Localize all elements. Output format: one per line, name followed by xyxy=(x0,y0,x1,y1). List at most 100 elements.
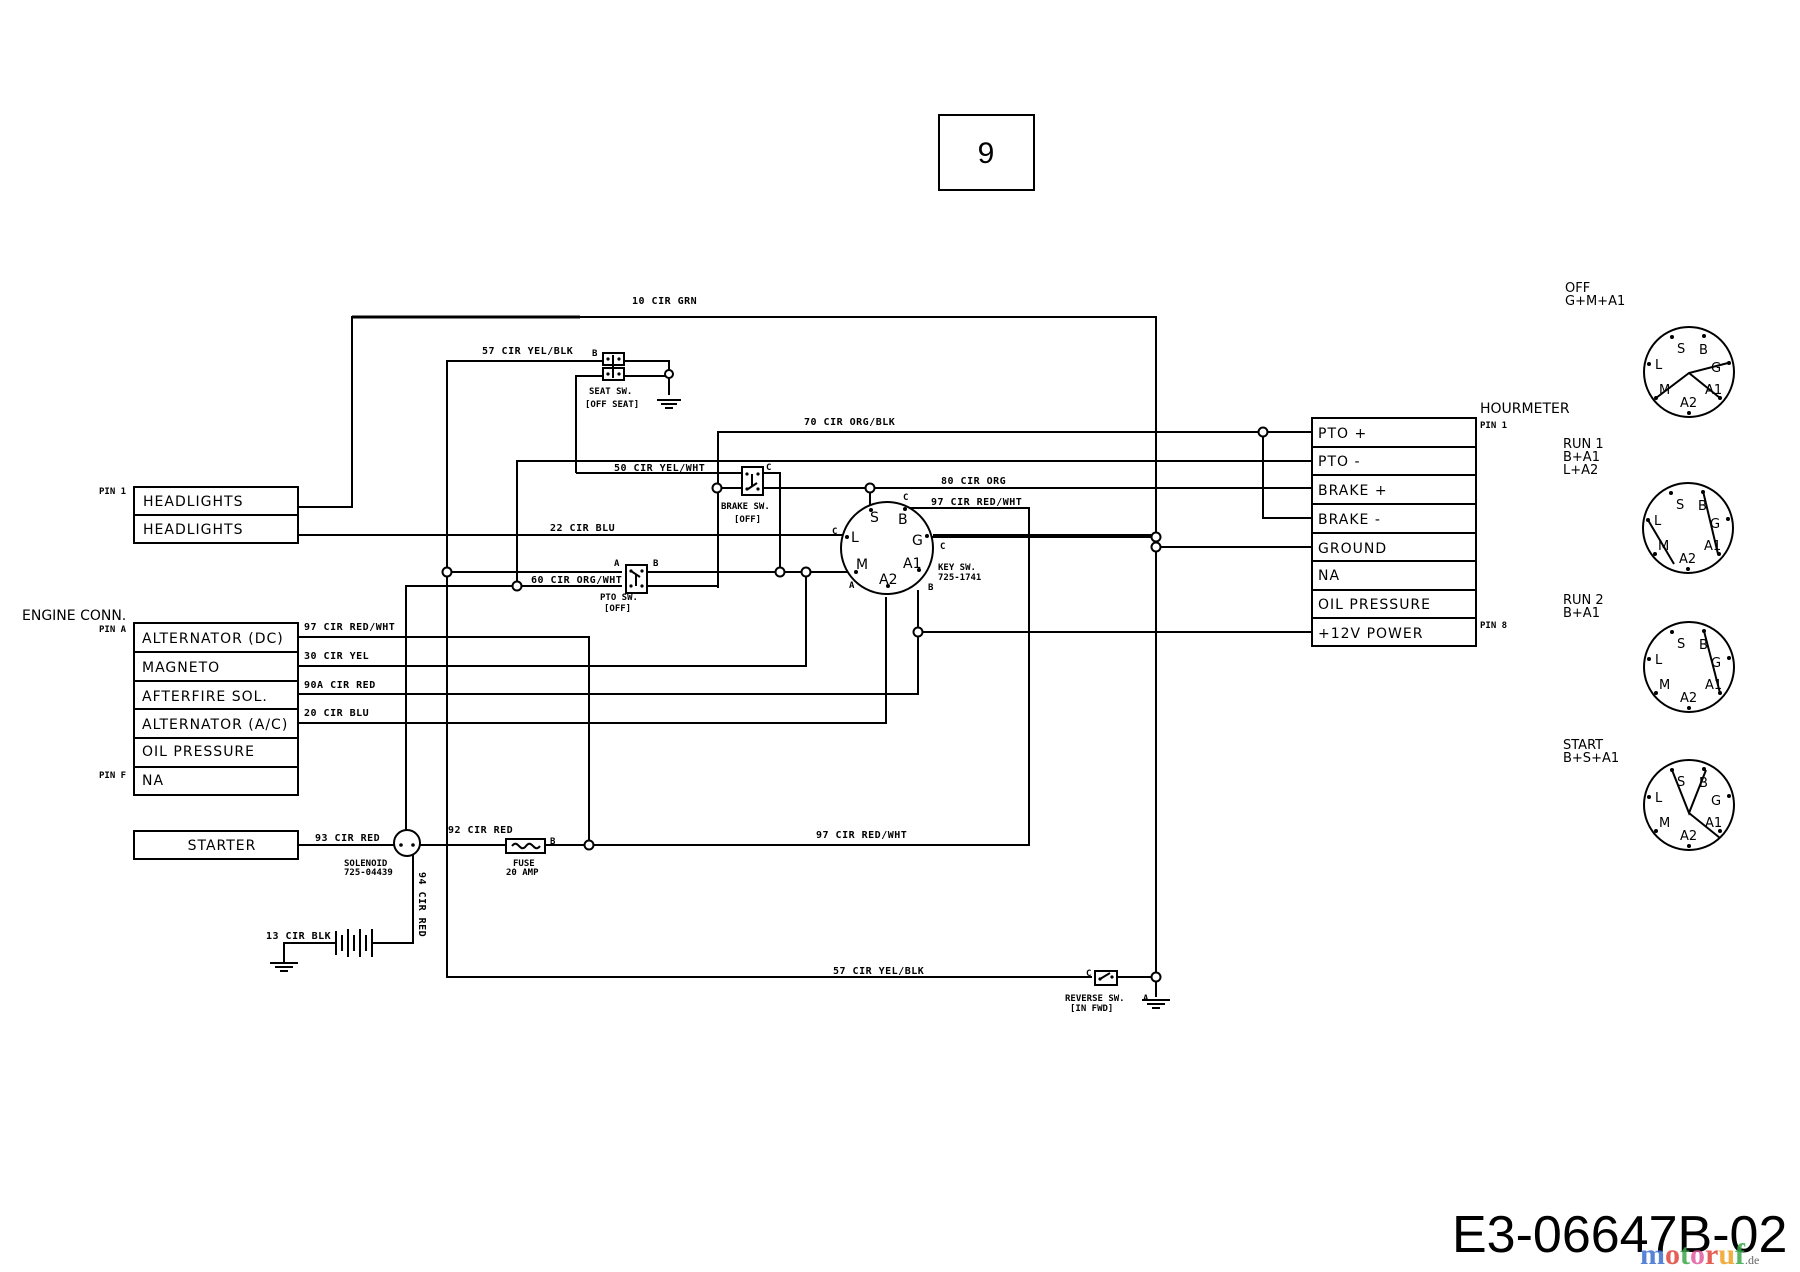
dial-terminal-dot xyxy=(1687,706,1691,710)
watermark-letter: t xyxy=(1680,1238,1690,1271)
svg-text:C: C xyxy=(1086,969,1091,979)
hourmeter-row: PTO + xyxy=(1318,426,1367,442)
hourmeter-row: NA xyxy=(1318,568,1340,584)
dial-terminal-label: B xyxy=(1699,776,1708,791)
dial-terminal-dot xyxy=(1670,768,1674,772)
dial-terminal-dot xyxy=(1687,844,1691,848)
key-switch: S B L G M A2 A1 C C C A B KEY SW. 725-17… xyxy=(832,493,981,595)
key-dial-run1 xyxy=(1642,482,1734,574)
svg-text:G+M+A1: G+M+A1 xyxy=(1565,294,1625,309)
ground-icon xyxy=(1142,999,1170,1009)
watermark-letter: f xyxy=(1735,1238,1746,1271)
svg-text:L: L xyxy=(851,530,859,546)
wire-70-org-blk xyxy=(717,431,1312,588)
dial-terminal-dot xyxy=(1727,794,1731,798)
label-w70: 70 CIR ORG/BLK xyxy=(804,417,895,428)
dial-terminal-dot xyxy=(1654,691,1658,695)
engine-pin-last: PIN F xyxy=(99,771,126,781)
dial-terminal-label: G xyxy=(1711,656,1721,671)
dial-terminal-label: G xyxy=(1711,361,1721,376)
seat-switch-name: SEAT SW. xyxy=(589,387,632,397)
svg-text:OFF: OFF xyxy=(1565,281,1590,296)
dial-terminal-dot xyxy=(1718,829,1722,833)
key-position-run2: RUN 2 B+A1 xyxy=(1563,593,1735,713)
reverse-switch: C REVERSE SW. A [IN FWD] xyxy=(1065,969,1149,1014)
dial-terminal-dot xyxy=(1687,411,1691,415)
dial-terminal-dot xyxy=(1647,795,1651,799)
svg-text:RUN 1: RUN 1 xyxy=(1563,437,1604,452)
key-position-off: OFF G+M+A1 xyxy=(1565,281,1735,418)
dial-terminal-dot xyxy=(1686,567,1690,571)
label-w13: 13 CIR BLK xyxy=(266,931,331,942)
watermark-letter: o xyxy=(1690,1238,1705,1271)
brake-switch: C BRAKE SW. [OFF] xyxy=(721,463,771,525)
label-w60: 60 CIR ORG/WHT xyxy=(531,575,622,586)
svg-text:A: A xyxy=(614,559,620,569)
wires xyxy=(283,315,1312,997)
dial-terminal-dot xyxy=(1726,517,1730,521)
dial-terminal-dot xyxy=(1647,657,1651,661)
svg-text:M: M xyxy=(856,557,868,573)
key-dial-off xyxy=(1643,326,1735,418)
dial-terminal-label: L xyxy=(1654,514,1662,529)
seat-switch-state: [OFF SEAT] xyxy=(585,400,639,410)
engine-connector: ENGINE CONN. PIN A PIN F ALTERNATOR (DC)… xyxy=(22,608,299,796)
dial-terminal-dot xyxy=(1647,362,1651,366)
dial-terminal-label: M xyxy=(1659,678,1670,693)
dial-terminal-dot xyxy=(1702,629,1706,633)
hourmeter-pin-last: PIN 8 xyxy=(1480,621,1507,631)
reverse-switch-name: REVERSE SW. xyxy=(1065,994,1125,1004)
svg-text:G: G xyxy=(912,533,923,549)
junction-nodes xyxy=(441,369,1269,983)
ground-icon xyxy=(270,962,298,972)
fuse: B FUSE 20 AMP xyxy=(505,837,556,878)
dial-terminal-label: G xyxy=(1710,517,1720,532)
dial-terminal-label: S xyxy=(1677,637,1685,652)
svg-text:A2: A2 xyxy=(879,572,897,588)
hourmeter-pin-first: PIN 1 xyxy=(1480,421,1507,431)
dial-terminal-label: B xyxy=(1699,638,1708,653)
wire-94-red xyxy=(372,850,414,944)
battery-icon xyxy=(335,929,373,957)
dial-terminal-label: G xyxy=(1711,794,1721,809)
pto-switch-state: [OFF] xyxy=(604,604,631,614)
svg-text:B: B xyxy=(592,349,598,359)
engine-row: ALTERNATOR (A/C) xyxy=(142,717,288,733)
dial-terminal-label: L xyxy=(1655,791,1663,806)
engine-row: AFTERFIRE SOL. xyxy=(142,689,268,705)
label-w57-top: 57 CIR YEL/BLK xyxy=(482,346,573,357)
engine-pin-first: PIN A xyxy=(99,625,127,635)
key-position-run1: RUN 1 B+A1 L+A2 xyxy=(1563,437,1734,574)
dial-terminal-dot xyxy=(1670,630,1674,634)
dial-terminal-dot xyxy=(1669,491,1673,495)
dial-terminal-dot xyxy=(1701,490,1705,494)
brake-switch-name: BRAKE SW. xyxy=(721,502,770,512)
dial-terminal-label: A1 xyxy=(1705,816,1722,831)
watermark-letter: r xyxy=(1705,1238,1718,1271)
dial-terminal-dot xyxy=(1702,334,1706,338)
dial-terminal-dot xyxy=(1718,396,1722,400)
dial-terminal-label: L xyxy=(1655,653,1663,668)
watermark-letter: o xyxy=(1665,1238,1680,1271)
label-w97-bottom: 97 CIR RED/WHT xyxy=(816,830,907,841)
label-w97-key: 97 CIR RED/WHT xyxy=(931,497,1022,508)
dial-terminal-label: S xyxy=(1677,775,1685,790)
wire-20-blu xyxy=(298,597,887,724)
dial-terminal-label: S xyxy=(1677,342,1685,357)
dial-terminal-label: A1 xyxy=(1705,383,1722,398)
svg-text:B+A1: B+A1 xyxy=(1563,450,1600,465)
fuse-name: FUSE xyxy=(513,859,535,869)
dial-terminal-label: L xyxy=(1655,358,1663,373)
engine-row: NA xyxy=(142,773,164,789)
label-w93: 93 CIR RED xyxy=(315,833,380,844)
ground-icon xyxy=(657,399,681,409)
label-w80: 80 CIR ORG xyxy=(941,476,1006,487)
svg-text:A1: A1 xyxy=(903,556,921,572)
svg-text:C: C xyxy=(940,542,945,552)
label-w97-eng: 97 CIR RED/WHT xyxy=(304,622,395,633)
dial-terminal-label: B xyxy=(1699,343,1708,358)
headlights-pin-label: PIN 1 xyxy=(99,487,126,497)
engine-conn-title: ENGINE CONN. xyxy=(22,608,126,624)
watermark-letter: m xyxy=(1640,1238,1665,1271)
